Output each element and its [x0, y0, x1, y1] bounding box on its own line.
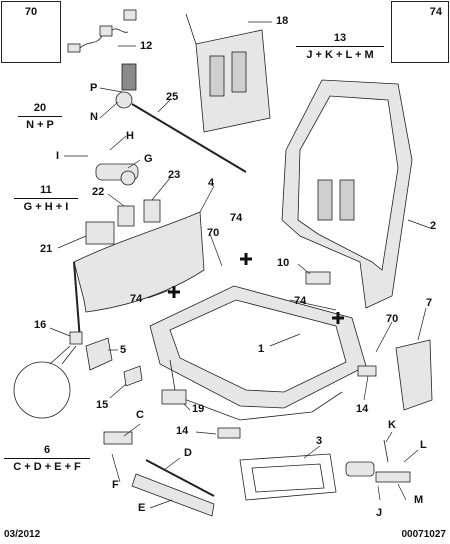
group-11-formula: G + H + I — [23, 200, 69, 213]
callout-21: 21 — [40, 243, 53, 255]
callout-10: 10 — [277, 257, 290, 269]
callout-n: N — [90, 111, 98, 123]
callout-19: 19 — [192, 403, 205, 415]
callout-3: 3 — [316, 435, 323, 447]
callout-l: L — [420, 439, 427, 451]
cover-7-icon — [395, 339, 433, 411]
detail-circle-icon — [13, 361, 71, 419]
callout-70-right: 70 — [386, 313, 399, 325]
part-22-icon — [117, 205, 135, 227]
part-5-icon — [85, 337, 113, 371]
lumbar-assembly-icon — [345, 439, 411, 483]
backrest-frame-2-icon — [281, 79, 413, 309]
part-14b-icon — [217, 427, 241, 439]
footer-date: 03/2012 — [4, 529, 41, 540]
callout-e: E — [138, 502, 146, 514]
callout-74-right: 74 — [294, 295, 307, 307]
part-c-icon — [103, 431, 133, 445]
part-16-icon — [69, 331, 83, 345]
footer-reference: 00071027 — [401, 529, 447, 540]
callout-15: 15 — [96, 399, 109, 411]
side-trim-4-icon — [73, 211, 205, 341]
callout-18: 18 — [276, 15, 289, 27]
group-11: 11 G + H + I — [14, 184, 78, 213]
callout-j: J — [376, 507, 383, 519]
group-6-number: 6 — [43, 444, 51, 456]
callout-1: 1 — [258, 343, 265, 355]
connector-12-icon — [67, 9, 137, 53]
springs-3-icon — [239, 453, 337, 501]
callout-h: H — [126, 130, 134, 142]
group-20: 20 N + P — [18, 102, 62, 131]
fastener-box-74: 74 — [391, 1, 449, 63]
part-10-icon — [305, 271, 331, 285]
callout-22: 22 — [92, 186, 105, 198]
rail-e-icon — [131, 473, 215, 517]
seat-frame-1-icon — [149, 285, 367, 421]
callout-74-top: 74 — [230, 212, 243, 224]
part-19-icon — [161, 389, 187, 405]
backrest-panel-18-icon — [185, 13, 271, 133]
part-14a-icon — [357, 365, 377, 377]
rail-d-icon — [145, 459, 215, 497]
callout-14-bottom: 14 — [176, 425, 189, 437]
fastener-box-70-number: 70 — [24, 6, 38, 18]
callout-25: 25 — [166, 91, 179, 103]
callout-d: D — [184, 447, 192, 459]
cross-markers — [168, 253, 344, 324]
group-13: 13 J + K + L + M — [296, 32, 384, 61]
group-13-number: 13 — [333, 32, 347, 44]
callout-16: 16 — [34, 319, 47, 331]
callout-i: I — [56, 150, 60, 162]
group-6: 6 C + D + E + F — [4, 444, 90, 473]
fastener-box-74-number: 74 — [429, 6, 442, 18]
callout-7: 7 — [426, 297, 433, 309]
motor-g-icon — [95, 163, 139, 186]
part-23-icon — [143, 199, 161, 223]
height-adjuster-icon — [115, 63, 247, 173]
callout-70-mid: 70 — [207, 227, 220, 239]
callout-2: 2 — [430, 220, 437, 232]
callout-5: 5 — [120, 344, 127, 356]
callout-f: F — [112, 479, 119, 491]
group-13-formula: J + K + L + M — [306, 48, 374, 61]
group-6-formula: C + D + E + F — [13, 460, 81, 473]
callout-p: P — [90, 82, 98, 94]
callout-14-right: 14 — [356, 403, 369, 415]
callout-4: 4 — [208, 177, 215, 189]
callout-c: C — [136, 409, 144, 421]
group-20-number: 20 — [33, 102, 47, 114]
callout-74-left: 74 — [130, 293, 143, 305]
callout-k: K — [388, 419, 396, 431]
group-11-number: 11 — [40, 184, 52, 196]
fastener-box-70: 70 — [1, 1, 61, 63]
part-15-icon — [123, 365, 143, 387]
callout-g: G — [144, 153, 153, 165]
part-21-icon — [85, 221, 115, 245]
callout-23: 23 — [168, 169, 181, 181]
group-20-formula: N + P — [26, 118, 54, 131]
callout-m: M — [414, 494, 424, 506]
callout-12: 12 — [140, 40, 153, 52]
